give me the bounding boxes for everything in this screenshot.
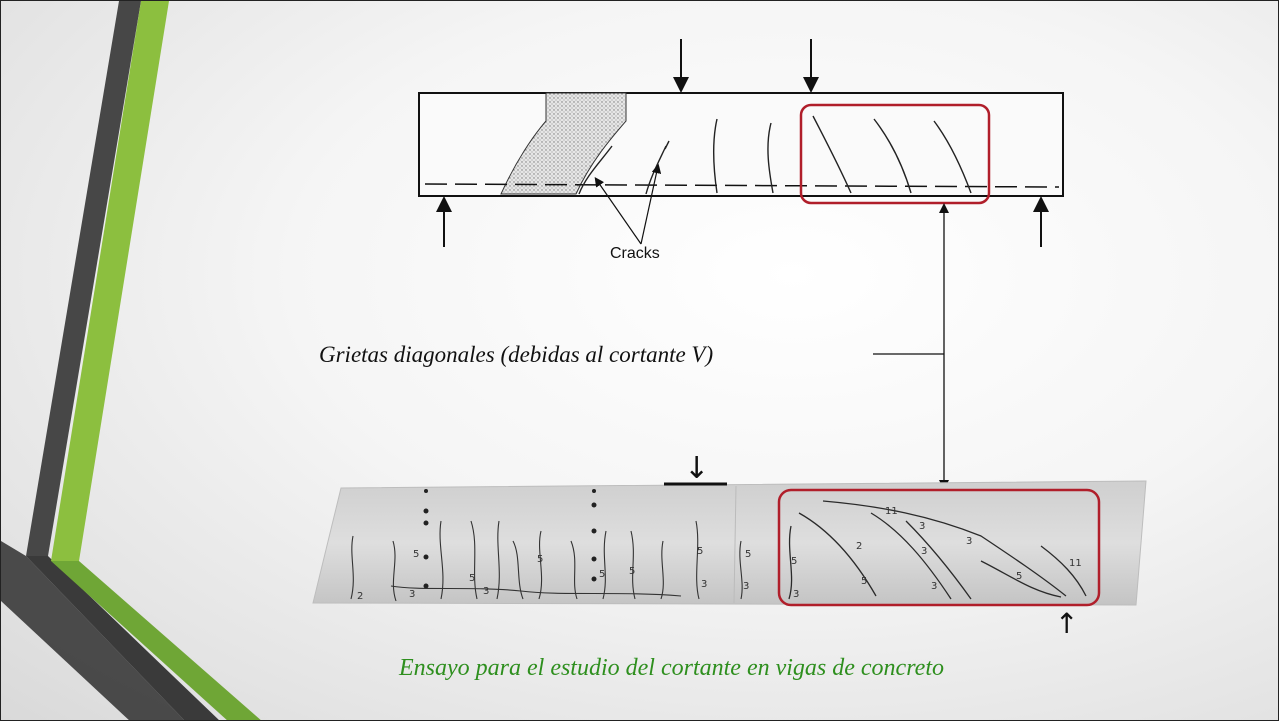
- crack-number: 3: [919, 521, 926, 532]
- reinforcement-line: [424, 183, 1060, 188]
- crack-number: 3: [966, 536, 973, 547]
- crack-number: 5: [1016, 571, 1023, 582]
- crack-number: 3: [743, 581, 750, 592]
- compression-zone: [500, 92, 627, 195]
- crack-number: 5: [629, 566, 636, 577]
- photo-beam-body: [312, 480, 1147, 606]
- crack-number: 3: [701, 579, 708, 590]
- crack-pointer-2: [640, 163, 662, 245]
- photo-flexural-cracks: [350, 520, 743, 602]
- highlight-box-top: [799, 103, 991, 205]
- crack-number: 5: [413, 549, 420, 560]
- crack-pointer-1: [594, 177, 642, 245]
- highlight-box-bottom: [777, 488, 1101, 607]
- crack-number: 5: [469, 573, 476, 584]
- crack-number: 5: [861, 576, 868, 587]
- dark-bar-upper: [26, 1, 141, 556]
- crack-number: 2: [357, 591, 364, 602]
- crack-number: 11: [1069, 558, 1082, 569]
- crack-number: 5: [697, 546, 704, 557]
- cracks-label: Cracks: [610, 245, 660, 262]
- green-bar-upper: [51, 1, 169, 561]
- crack-number: 11: [885, 506, 898, 517]
- slide-caption: Ensayo para el estudio del cortante en v…: [399, 655, 944, 681]
- dark-bar-lower: [26, 556, 219, 720]
- crack-number: 5: [537, 554, 544, 565]
- crack-number: 3: [483, 586, 490, 597]
- crack-number: 5: [791, 556, 798, 567]
- crack-number: 3: [931, 581, 938, 592]
- green-bar-lower: [51, 561, 261, 720]
- photo-load-arrow: ↓: [684, 451, 709, 486]
- gauge-points: [423, 489, 597, 589]
- crack-number: 5: [599, 569, 606, 580]
- dark-bar-shadow: [1, 541, 185, 720]
- crack-number: 3: [409, 589, 416, 600]
- crack-number: 2: [856, 541, 863, 552]
- photo-diagonal-cracks: [788, 500, 1087, 600]
- photo-support-arrow: ↑: [1055, 607, 1078, 640]
- crack-number: 3: [793, 589, 800, 600]
- diagonal-cracks-label: Grietas diagonales (debidas al cortante …: [319, 342, 714, 367]
- crack-number: 3: [921, 546, 928, 557]
- crack-number: 5: [745, 549, 752, 560]
